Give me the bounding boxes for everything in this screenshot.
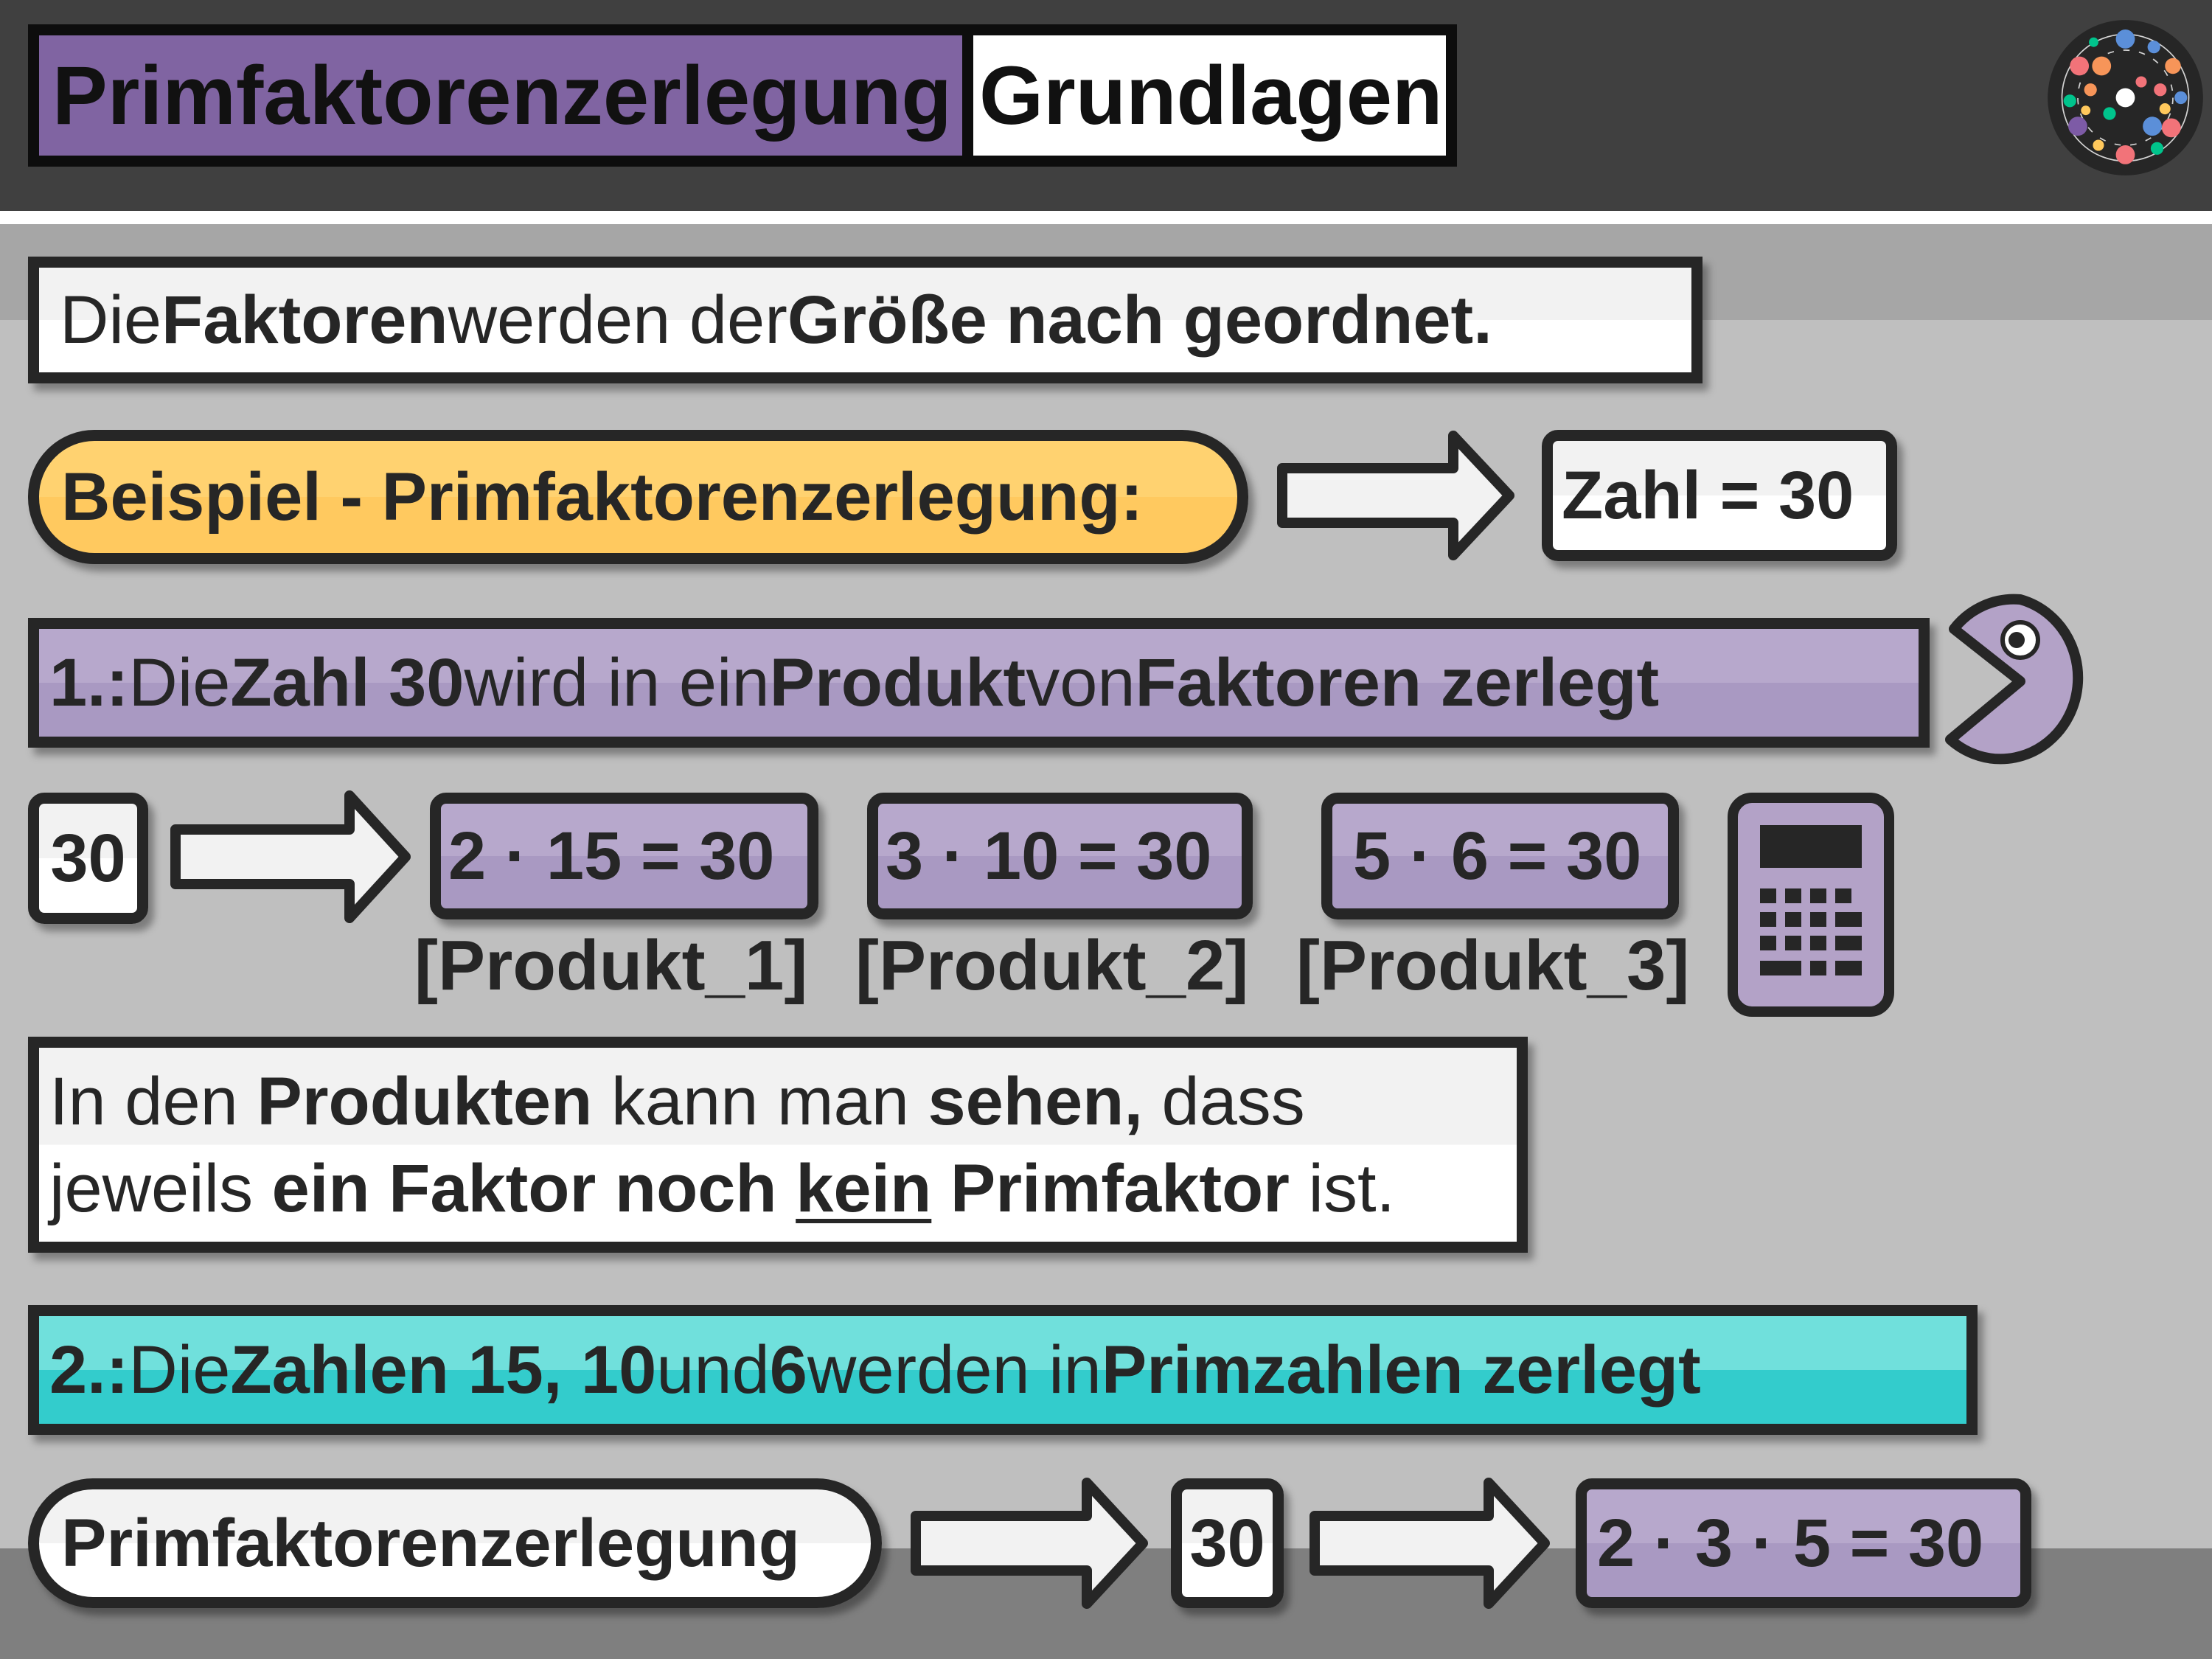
text: Faktoren: [161, 282, 448, 358]
number-box: 30: [1171, 1478, 1284, 1608]
text: sehen,: [928, 1063, 1143, 1139]
text: dass: [1142, 1063, 1305, 1139]
text: 30: [50, 820, 126, 896]
logo-icon: [2048, 20, 2203, 175]
text: Zahl 30: [230, 644, 465, 720]
number-box: Zahl = 30: [1542, 430, 1897, 561]
note-line: jeweils ein Faktor noch kein Primfaktor …: [49, 1145, 1395, 1232]
product-box: 3 · 10 = 30: [867, 793, 1253, 919]
text: Beispiel - Primfaktorenzerlegung:: [61, 459, 1144, 535]
text: kein: [796, 1150, 932, 1226]
result-box: 2 · 3 · 5 = 30: [1576, 1478, 2031, 1608]
start-number-box: 30: [28, 793, 148, 924]
pacman-icon: [1945, 594, 2084, 765]
page-title: Primfaktorenzerlegung Grundlagen: [28, 24, 1457, 167]
result-label: Primfaktorenzerlegung: [28, 1478, 882, 1608]
text: von: [1026, 644, 1135, 720]
rule-box: Die Faktoren werden der Größe nach geord…: [28, 257, 1703, 383]
title-sub: Grundlagen: [973, 35, 1446, 156]
text: Primzahlen zerlegt: [1101, 1332, 1701, 1408]
divider: [0, 211, 2212, 224]
text: kann man: [592, 1063, 928, 1139]
product-label: [Produkt_3]: [1296, 926, 1690, 1005]
text: und: [656, 1332, 770, 1408]
text: Die: [128, 1332, 231, 1408]
text: jeweils: [49, 1150, 272, 1226]
step2-box: 2.: Die Zahlen 15, 10 und 6 werden in Pr…: [28, 1305, 1978, 1435]
arrow-right-icon: [170, 790, 411, 923]
text: Primfaktor: [931, 1150, 1290, 1226]
product-label: [Produkt_1]: [414, 926, 808, 1005]
arrow-right-icon: [911, 1478, 1148, 1609]
text: 2.:: [49, 1332, 129, 1408]
note-box: In den Produkten kann man sehen, dass je…: [28, 1037, 1528, 1253]
text: 6: [769, 1332, 807, 1408]
calculator-icon: [1728, 793, 1894, 1017]
arrow-right-icon: [1310, 1478, 1550, 1609]
text: 2 · 15 = 30: [448, 818, 775, 894]
text: Primfaktorenzerlegung: [61, 1505, 800, 1581]
product-box: 5 · 6 = 30: [1321, 793, 1679, 919]
product-label: [Produkt_2]: [855, 926, 1249, 1005]
title-main: Primfaktorenzerlegung: [39, 35, 962, 156]
note-line: In den Produkten kann man sehen, dass: [49, 1058, 1305, 1145]
text: Größe nach geordnet.: [787, 282, 1492, 358]
text: Produkt: [769, 644, 1026, 720]
text: Produkten: [257, 1063, 593, 1139]
text: In den: [49, 1063, 257, 1139]
text: Die: [128, 644, 231, 720]
text: 3 · 10 = 30: [886, 818, 1212, 894]
text: werden der: [448, 282, 787, 358]
text: ein Faktor noch: [271, 1150, 796, 1226]
text: 30: [1189, 1505, 1265, 1581]
step1-box: 1.: Die Zahl 30 wird in ein Produkt von …: [28, 618, 1930, 748]
text: wird in ein: [464, 644, 770, 720]
arrow-right-icon: [1277, 431, 1514, 560]
text: 5 · 6 = 30: [1353, 818, 1642, 894]
text: Zahl = 30: [1562, 457, 1854, 533]
text: werden in: [807, 1332, 1102, 1408]
text: ist.: [1289, 1150, 1396, 1226]
text: Die: [60, 282, 162, 358]
example-label: Beispiel - Primfaktorenzerlegung:: [28, 430, 1248, 564]
text: 1.:: [49, 644, 129, 720]
text: Zahlen 15, 10: [230, 1332, 657, 1408]
text: 2 · 3 · 5 = 30: [1597, 1505, 1984, 1581]
product-box: 2 · 15 = 30: [430, 793, 818, 919]
text: Faktoren zerlegt: [1135, 644, 1660, 720]
